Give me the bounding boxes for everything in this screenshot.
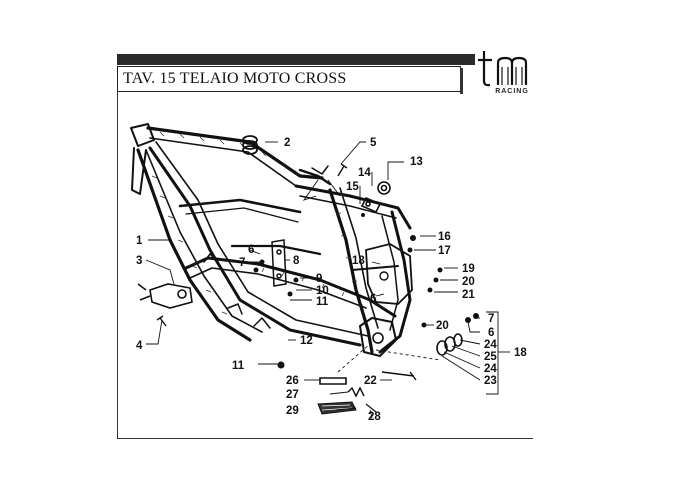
part-3-ignition-coil [137,283,193,309]
callout-17: 17 [438,245,451,257]
callout-7a: 7 [239,257,245,269]
callout-12: 12 [300,335,313,347]
callout-8: 8 [293,255,300,267]
part-8-bracket [271,239,287,287]
part-29-footpeg [317,401,357,415]
tm-logo [478,51,528,87]
header-bar [117,54,475,65]
callout-28: 28 [368,411,381,423]
part-4-bolt [156,315,167,327]
chassis-frame [130,123,413,357]
callout-23: 23 [484,375,497,387]
callout-2: 2 [284,137,290,149]
frame-border-bottom [117,438,533,439]
callout-18a: 18 [352,255,365,267]
callout-5: 5 [370,137,377,149]
callout-27: 27 [286,389,299,401]
callout-10: 10 [316,285,329,297]
callout-14: 14 [358,167,371,179]
title-shadow [460,68,463,94]
callout-24b: 24 [484,363,497,375]
frame-shading [151,131,364,315]
callout-21: 21 [462,289,475,301]
callout-1: 1 [136,235,143,247]
callout-11a: 11 [316,296,329,308]
callout-24a: 24 [484,339,497,351]
callout-13: 13 [410,156,423,168]
part-13-bushing [377,181,391,195]
callout-6c: 6 [488,327,494,339]
part-27-spring [347,386,365,398]
part-5-bolt [337,163,348,177]
part-23-25-bushing-stack [436,333,463,356]
callout-labels: 1 2 3 4 5 6 7 8 9 10 11 12 11 13 14 15 1… [136,137,527,423]
callout-4: 4 [136,340,143,352]
callout-16: 16 [438,231,451,243]
callout-25: 25 [484,351,497,363]
plate-title: TAV. 15 TELAIO MOTO CROSS [123,70,347,87]
frame-border-left [117,92,118,438]
part-26-pin [319,377,347,385]
part-2-coil-spring [242,135,258,155]
callout-20b: 20 [436,320,449,332]
callout-3: 3 [136,255,142,267]
part-28-pin [365,403,377,413]
callout-11b: 11 [232,360,245,372]
callout-9: 9 [316,273,322,285]
part-14-link [360,196,382,214]
part-small-fasteners [253,213,479,369]
callout-26: 26 [286,375,299,387]
callout-6b: 6 [370,293,376,305]
callout-18b: 18 [514,347,527,359]
callout-6a: 6 [248,244,254,256]
callout-19: 19 [462,263,475,275]
callout-20a: 20 [462,276,475,288]
callout-7b: 7 [488,313,494,325]
leader-lines [145,141,510,419]
part-22-pivot-bolt [381,371,417,381]
callout-22: 22 [364,375,377,387]
logo-racing-text: RACING [495,88,529,95]
callout-15: 15 [346,181,359,193]
callout-29: 29 [286,405,299,417]
